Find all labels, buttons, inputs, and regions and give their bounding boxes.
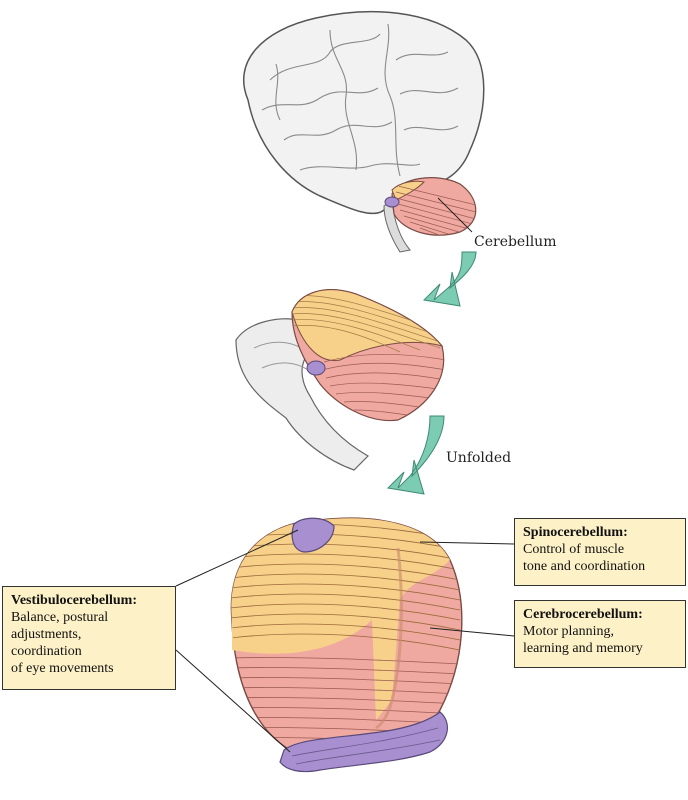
spinocerebellum-box: Spinocerebellum: Control of muscle tone … [514, 518, 686, 586]
cerebrocerebellum-description: Motor planning, learning and memory [523, 624, 643, 656]
arrow-down-icon-2 [386, 415, 445, 495]
spinocerebellum-title: Spinocerebellum: [523, 525, 628, 540]
label-cerebellum: Cerebellum [474, 234, 557, 250]
cerebrocerebellum-title: Cerebrocerebellum: [523, 607, 643, 622]
vestibulocerebellum-box: Vestibulocerebellum: Balance, postural a… [2, 586, 176, 690]
vestibulocerebellum-title: Vestibulocerebellum: [11, 593, 137, 608]
flocculus-bottom [279, 711, 448, 773]
cerebrocerebellum-box: Cerebrocerebellum: Motor planning, learn… [514, 600, 686, 668]
label-unfolded: Unfolded [446, 450, 512, 466]
cerebellum-small [384, 177, 477, 236]
leader-lines [175, 529, 515, 753]
vestibulocerebellum-description: Balance, postural adjustments, coordinat… [11, 610, 114, 676]
spinocerebellum-description: Control of muscle tone and coordination [523, 542, 646, 574]
cerebellum-unfolded [230, 517, 463, 773]
cerebellum-medium [291, 289, 445, 422]
cerebellum-leader-line [437, 197, 473, 233]
flocculus-top [291, 517, 335, 553]
brain-illustration [242, 11, 485, 253]
arrow-down-icon [422, 251, 477, 307]
